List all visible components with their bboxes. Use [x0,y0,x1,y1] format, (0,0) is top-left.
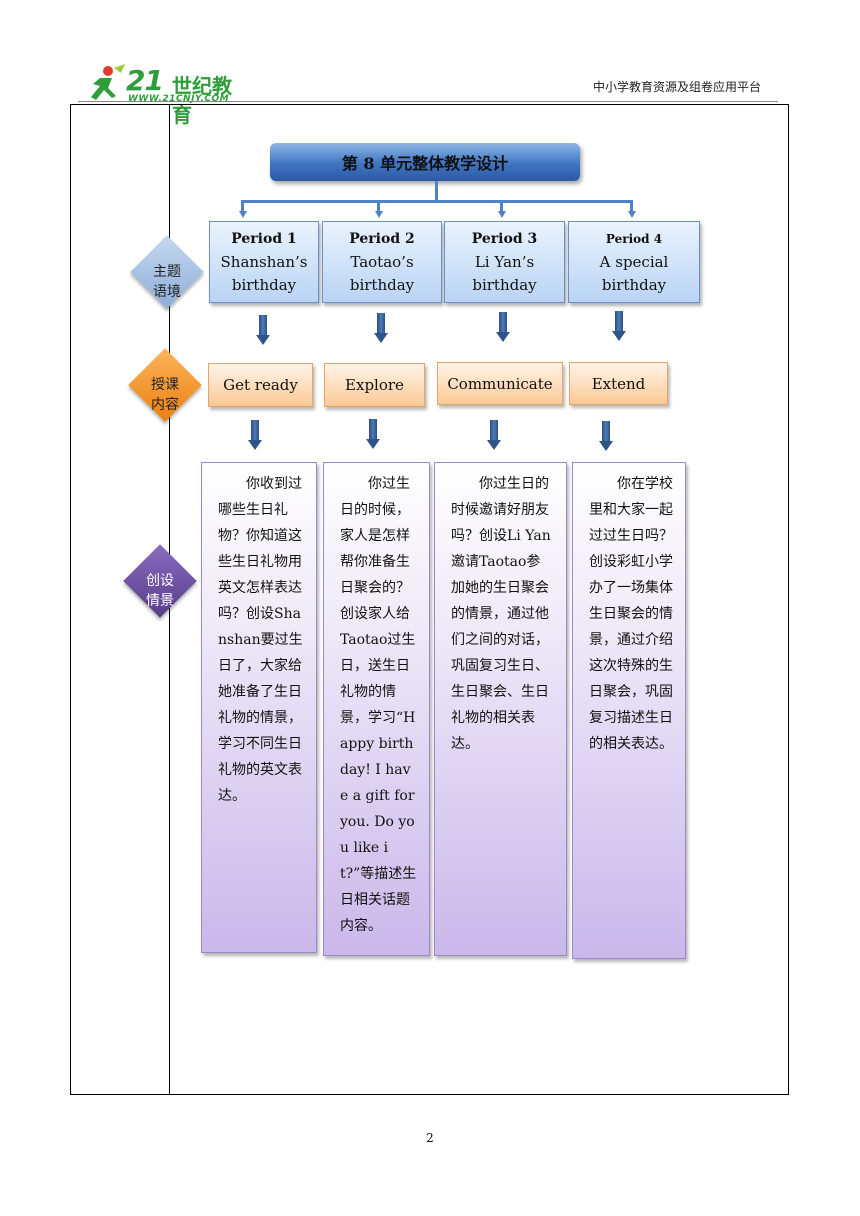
content-label: 授课 内容 [135,375,195,415]
connector-drop-1 [241,200,244,212]
connector-arrow-1 [238,211,247,218]
connector-drop-2 [377,200,380,212]
connector-bar [241,200,633,203]
period-title: Period 2 [349,230,415,247]
scenario-column-1: 你收到过哪些生日礼物？你知道这些生日礼物用英文怎样表达吗？创设Shanshan要… [201,462,317,953]
content-label-text: 授课 内容 [151,377,179,413]
activity-communicate: Communicate [437,362,563,405]
scenario-column-3: 你过生日的时候邀请好朋友吗？创设Li Yan邀请Taotao参加她的生日聚会的情… [434,462,567,956]
period-title: Period 4 [605,231,663,246]
logo: 21 世纪教育 WWW.21CNJY.COM [78,62,248,127]
activity-get-ready: Get ready [208,363,313,407]
period-name-line1: Shanshan’s [220,252,308,271]
down-arrow-icon [599,421,613,451]
scenario-label-text: 创设 情景 [146,573,174,609]
down-arrow-icon [248,420,262,450]
activity-extend: Extend [569,362,668,405]
page-number: 2 [426,1131,434,1145]
down-arrow-icon [487,420,501,450]
period-name-line1: A special [599,252,669,271]
period-box-3: Period 3 Li Yan’s birthday [444,221,565,303]
down-arrow-icon [366,419,380,449]
period-name-line1: Taotao’s [350,252,414,271]
period-title: Period 1 [231,230,297,247]
down-arrow-icon [496,312,510,342]
header-divider [78,101,778,102]
down-arrow-icon [374,313,388,343]
logo-number: 21 [126,64,164,97]
header-platform-text: 中小学教育资源及组卷应用平台 [593,80,762,94]
period-name-line2: birthday [231,275,297,294]
scenario-column-2: 你过生日的时候，家人是怎样帮你准备生日聚会的？创设家人给Taotao过生日，送生… [323,462,430,956]
period-box-2: Period 2 Taotao’s birthday [322,221,442,303]
down-arrow-icon [256,315,270,345]
activity-explore: Explore [324,363,425,407]
period-box-1: Period 1 Shanshan’s birthday [209,221,319,303]
period-name-line2: birthday [601,275,667,294]
scenario-column-4: 你在学校里和大家一起过过生日吗？创设彩虹小学办了一场集体生日聚会的情景，通过介绍… [572,462,686,959]
theme-label-text: 主题 语境 [153,264,181,300]
period-box-4: Period 4 A special birthday [568,221,700,303]
table-frame [70,104,789,1095]
connector-arrow-3 [497,211,506,218]
runner-logo-icon [91,64,125,100]
period-title: Period 3 [471,230,538,247]
connector-drop-3 [500,200,503,212]
period-name-line2: birthday [472,275,537,294]
connector-trunk [435,181,438,201]
period-name-line2: birthday [349,275,415,294]
connector-arrow-2 [374,211,383,218]
period-name-line1: Li Yan’s [474,252,535,271]
connector-drop-4 [630,200,633,212]
down-arrow-icon [612,311,626,341]
logo-url: WWW.21CNJY.COM [128,94,230,104]
scenario-label: 创设 情景 [130,571,190,611]
logo-text: 世纪教育 [172,74,232,127]
unit-title: 第 8 单元整体教学设计 [270,143,580,181]
connector-arrow-4 [627,211,636,218]
theme-label: 主题 语境 [137,262,197,302]
